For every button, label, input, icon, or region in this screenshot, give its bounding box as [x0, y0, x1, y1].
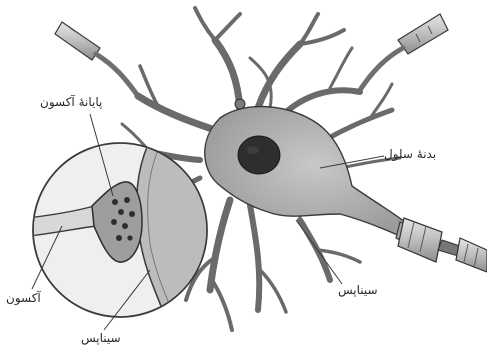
axon-outgoing	[396, 218, 487, 272]
label-cell-body: بدنهٔ سلول	[384, 147, 436, 161]
label-synapse-inset: سیناپس	[81, 331, 121, 345]
synapse-inset	[28, 140, 220, 330]
label-synapse: سیناپس	[338, 283, 378, 297]
label-axon: آکسون	[6, 291, 41, 305]
incoming-axon-right	[360, 14, 448, 90]
cell-body	[205, 107, 405, 236]
label-axon-terminal: پایانهٔ آکسون	[40, 95, 102, 109]
nucleus	[238, 136, 280, 174]
incoming-axon-left	[55, 22, 138, 96]
